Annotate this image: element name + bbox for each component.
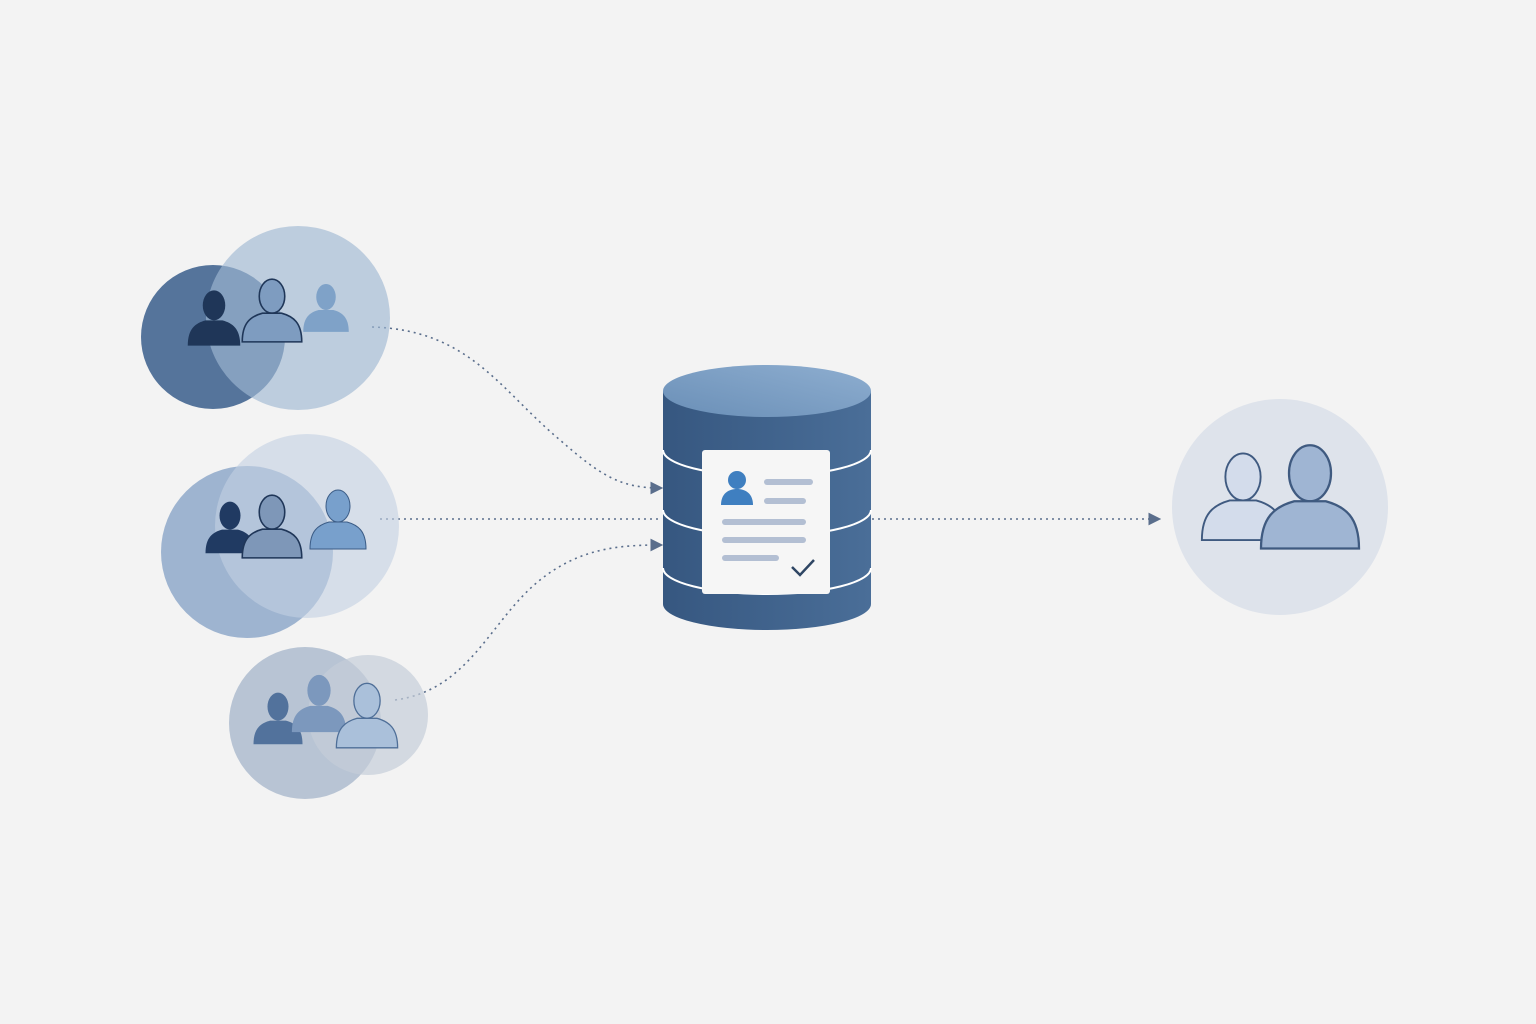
- connector-source-1: [371, 326, 664, 495]
- avatar-icon: [721, 471, 753, 505]
- profile-document-icon: [702, 450, 830, 594]
- target-user-pair[interactable]: [1172, 399, 1388, 615]
- connectors: [371, 326, 1162, 701]
- text-lines: [722, 479, 813, 561]
- database-icon[interactable]: [662, 365, 872, 630]
- group-circle: [206, 226, 390, 410]
- user-group-3[interactable]: [229, 647, 428, 799]
- connector-source-3: [394, 538, 664, 701]
- database-top: [663, 365, 871, 417]
- user-group-1[interactable]: [141, 226, 390, 410]
- checkmark-icon: [791, 559, 815, 577]
- group-circle: [215, 434, 399, 618]
- user-group-2[interactable]: [161, 434, 399, 638]
